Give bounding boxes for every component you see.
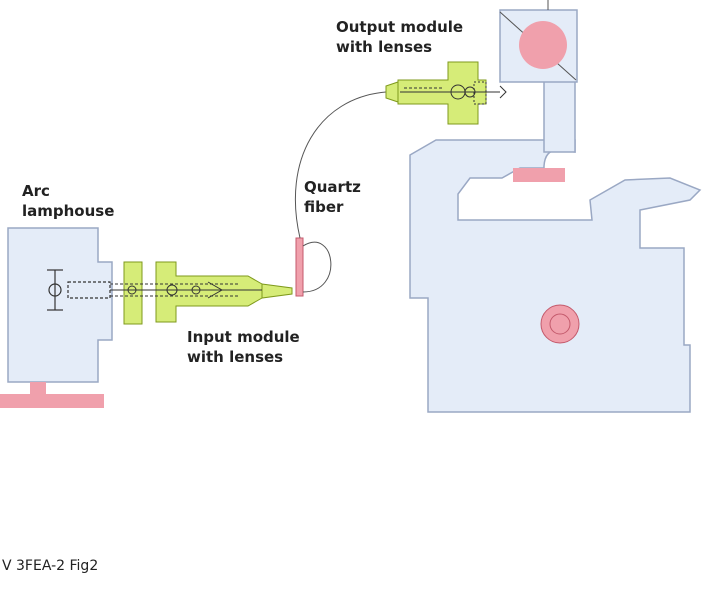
microscope-focus-knob-inner (549, 313, 571, 335)
label-arc-lamphouse-line1: Arc (22, 182, 50, 200)
input-module (110, 261, 293, 325)
label-arc-lamphouse-line2: lamphouse (22, 202, 114, 220)
microscope-head-port (519, 21, 567, 69)
input-lens-housing (155, 261, 263, 323)
label-quartz-fiber-line1: Quartz (304, 178, 361, 196)
output-connector-tip (385, 81, 399, 103)
input-optical-path (110, 281, 262, 299)
quartz-fiber (295, 91, 387, 297)
lamphouse-body (7, 227, 113, 383)
input-connector-tip (261, 283, 293, 299)
fiber-cable (295, 91, 387, 239)
label-input-module-line1: Input module (187, 328, 300, 346)
label-quartz-fiber-line2: fiber (304, 198, 344, 216)
label-output-module-line1: Output module (336, 18, 463, 36)
fiber-connector-icon (295, 237, 304, 297)
label-arc-lamphouse: Arc lamphouse (22, 182, 114, 220)
label-quartz-fiber: Quartz fiber (304, 178, 366, 216)
label-input-module: Input module with lenses (187, 328, 305, 366)
lamphouse-base (0, 394, 104, 408)
output-module (385, 61, 507, 125)
figure-caption: V 3FEA-2 Fig2 (2, 558, 98, 574)
output-lens-housing (397, 61, 487, 125)
microscope-stage (513, 168, 565, 182)
arc-lamphouse (0, 227, 113, 408)
label-output-module-line2: with lenses (336, 38, 432, 56)
output-optical-path (400, 81, 507, 105)
microscope (409, 0, 702, 413)
fiber-loop (302, 241, 332, 293)
input-lens-block-1 (123, 261, 143, 325)
lamphouse-stand (30, 382, 46, 396)
label-output-module: Output module with lenses (336, 18, 468, 56)
label-input-module-line2: with lenses (187, 348, 283, 366)
